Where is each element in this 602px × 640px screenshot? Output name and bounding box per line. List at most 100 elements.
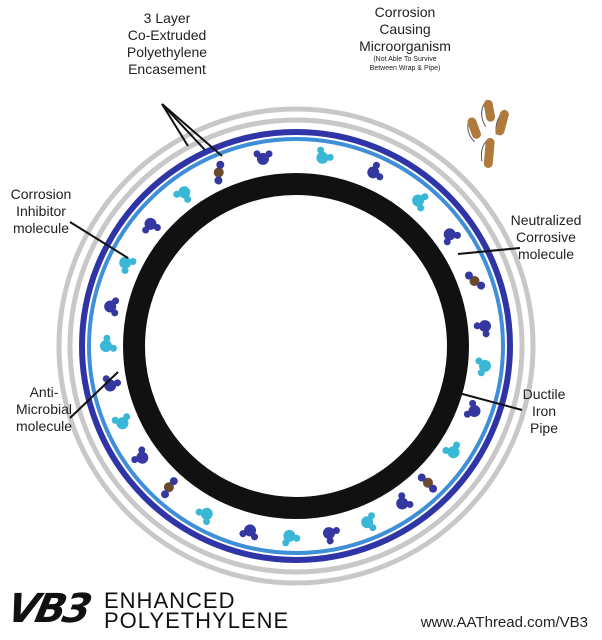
molecule-atom — [453, 231, 461, 239]
antimicrobial-molecule — [173, 186, 192, 203]
inhibitor-molecule — [253, 150, 273, 165]
neutralized-molecule — [161, 477, 178, 499]
label-line: Polyethylene — [126, 44, 208, 60]
molecule-atom — [361, 516, 374, 529]
molecule-atom — [326, 153, 334, 161]
molecule-atom — [423, 477, 433, 488]
antimicrobial-molecule — [442, 441, 461, 459]
molecule-atom — [131, 456, 139, 464]
inhibitor-molecule — [102, 375, 122, 392]
molecule-atom — [282, 539, 290, 547]
molecule-atom — [239, 530, 247, 538]
molecule-atom — [265, 150, 273, 158]
encasement-leader — [161, 103, 189, 147]
molecule-atom — [163, 482, 174, 493]
molecule-atom — [129, 257, 137, 265]
molecule-atom — [121, 267, 129, 275]
molecule-atom — [469, 276, 480, 286]
label-line: Co-Extruded — [127, 27, 207, 43]
label-line: 3 Layer — [143, 10, 191, 26]
label-line: Causing — [379, 21, 431, 37]
inhibitor-molecule — [239, 524, 259, 541]
logo-line-enhanced: ENHANCED — [104, 588, 236, 613]
label-line: Iron — [531, 403, 557, 419]
label-line: Neutralized — [510, 212, 582, 228]
molecule-atom — [144, 217, 157, 230]
antimicrobial-molecule — [119, 256, 137, 275]
molecule-atom — [417, 204, 425, 212]
molecule-atom — [119, 256, 132, 269]
molecule-atom — [100, 340, 112, 352]
molecule-atom — [406, 500, 414, 508]
molecule-atom — [326, 537, 334, 545]
molecule-atom — [111, 309, 119, 317]
molecule-atom — [442, 446, 450, 454]
encasement-leader — [161, 103, 206, 151]
molecule-atom — [200, 507, 213, 520]
molecule-atom — [443, 238, 451, 246]
molecule-atom — [429, 484, 438, 493]
antimicrobial-leader — [69, 371, 119, 419]
pipe-leader — [454, 391, 523, 411]
molecule-atom — [479, 359, 491, 372]
antimicrobial-label: Anti- Microbial molecule — [6, 384, 82, 435]
molecule-atom — [244, 524, 256, 537]
outer-polyethylene-layer — [56, 106, 536, 586]
molecule-atom — [396, 497, 409, 510]
label-line: Corrosive — [516, 229, 576, 245]
molecule-atom — [161, 490, 170, 499]
inhibitor-leader — [69, 221, 129, 259]
label-line: Microorganism — [359, 38, 451, 54]
inhibitor-molecule — [131, 446, 149, 464]
inner-polyethylene-layer-dark — [79, 129, 513, 563]
inhibitor-molecule — [323, 527, 340, 545]
molecule-atom — [104, 300, 117, 313]
molecule-atom — [412, 194, 425, 207]
molecule-atom — [477, 281, 486, 290]
microorganism — [467, 117, 481, 143]
molecule-atom — [323, 527, 335, 540]
inhibitor-molecule — [104, 297, 120, 317]
molecule-atom — [473, 322, 481, 330]
inhibitor-molecule — [396, 492, 414, 510]
molecule-atom — [468, 405, 481, 417]
neutralized-label: Neutralized Corrosive molecule — [496, 212, 596, 263]
molecule-atom — [184, 195, 192, 203]
microorganism — [495, 109, 509, 136]
antimicrobial-molecule — [111, 413, 131, 430]
molecule-atom — [253, 150, 261, 158]
molecule-atom — [417, 473, 426, 482]
molecule-atom — [421, 193, 429, 201]
label-line: Corrosion — [10, 186, 72, 202]
microorganism — [480, 137, 495, 168]
vb3-logo: VB3 ENHANCED POLYETHYLENE — [3, 586, 290, 634]
molecule-atom — [142, 226, 150, 234]
molecule-atom — [443, 228, 456, 241]
molecule-atom — [169, 477, 178, 486]
molecule-atom — [214, 176, 223, 185]
molecule-atom — [367, 166, 380, 179]
antimicrobial-molecule — [475, 357, 491, 377]
molecule-atom — [477, 369, 485, 377]
molecule-atom — [114, 379, 122, 387]
molecule-atom — [123, 413, 131, 421]
molecule-atom — [109, 344, 117, 352]
label-line: Ductile — [522, 386, 566, 402]
molecule-atom — [464, 271, 473, 280]
molecule-atom — [369, 524, 377, 532]
middle-polyethylene-layer — [67, 117, 525, 575]
antimicrobial-molecule — [195, 507, 213, 526]
label-line: Anti- — [29, 384, 59, 400]
antimicrobial-molecule — [100, 334, 117, 352]
molecule-atom — [332, 527, 340, 535]
molecule-atom — [195, 508, 203, 516]
label-line: Encasement — [128, 61, 206, 77]
molecule-atom — [447, 446, 460, 459]
molecule-atom — [178, 186, 191, 199]
molecule-atom — [463, 410, 471, 418]
website-url[interactable]: www.AAThread.com/VB3 — [420, 614, 588, 631]
inhibitor-label: Corrosion Inhibitor molecule — [2, 186, 80, 237]
logo-line-polyethylene: POLYETHYLENE — [104, 608, 290, 633]
molecule-atom — [479, 320, 491, 333]
molecule-atom — [376, 173, 384, 181]
